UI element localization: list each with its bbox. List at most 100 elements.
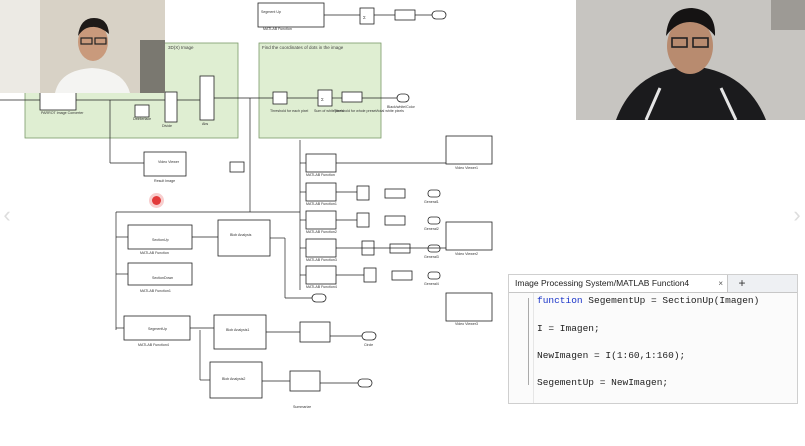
svg-text:Σ: Σ [321,97,324,102]
outport-top[interactable] [431,10,447,20]
blob-analysis-1-block[interactable] [213,314,267,350]
threshold-top[interactable] [394,9,416,21]
outport-g3[interactable] [427,244,441,253]
sum-block-4[interactable] [363,267,377,283]
webcam-left [0,0,165,93]
svg-text:Circle: Circle [364,343,373,347]
section-down-block[interactable] [127,262,193,286]
abs-block[interactable] [199,75,215,121]
svg-text:MATLAB Function: MATLAB Function [306,173,335,177]
threshold-sum-block[interactable] [341,91,363,103]
svg-text:General2: General2 [424,227,439,231]
editor-tab[interactable]: Image Processing System/MATLAB Function4… [509,275,728,292]
svg-text:MATLAB Function1: MATLAB Function1 [306,202,337,206]
video-viewer-main[interactable] [143,151,187,177]
matlab-fn-lower-1[interactable] [299,321,331,343]
next-arrow-icon[interactable]: › [793,202,801,227]
svg-text:MATLAB Function4: MATLAB Function4 [138,343,169,347]
svg-text:Blob Analysis2: Blob Analysis2 [222,377,245,381]
line-gutter [509,293,534,403]
threshold-4[interactable] [391,270,413,281]
svg-text:Threshold for each pixel: Threshold for each pixel [270,109,309,113]
svg-text:General1: General1 [424,200,439,204]
video-viewer-3[interactable] [445,292,493,322]
svg-text:Sum of whitepixels: Sum of whitepixels [314,109,344,113]
svg-text:Σ: Σ [363,15,366,20]
svg-text:General3: General3 [424,255,439,259]
svg-text:Video Viewer3: Video Viewer3 [455,322,478,326]
video-viewer-2[interactable] [445,221,493,251]
code-line-2: I = Imagen; [537,323,600,334]
svg-text:Blob Analysis: Blob Analysis [230,233,252,237]
svg-text:Video Viewer2: Video Viewer2 [455,252,478,256]
deinterlace-block[interactable] [134,104,150,118]
svg-text:MATLAB Function4: MATLAB Function4 [306,285,337,289]
fold-indicator [528,298,529,385]
close-icon[interactable]: × [718,279,723,288]
outport-general5[interactable] [357,378,373,388]
svg-text:Threshold for whole preset/tot: Threshold for whole preset/total white p… [334,109,404,113]
code-line-1: function SegementUp = SectionUp(Imagen) [537,295,760,306]
person-left-avatar [0,0,165,93]
area-right-title: Find the coordinates of dots in the imag… [262,45,344,50]
matlab-fn-1[interactable] [305,153,337,173]
svg-text:Segment Up: Segment Up [261,10,281,14]
section-up-block[interactable] [127,224,193,250]
matlab-fn-5[interactable] [305,265,337,285]
threshold-block-2[interactable] [229,161,245,173]
outport-mid[interactable] [311,293,327,303]
matlab-fn-4[interactable] [305,238,337,258]
threshold-1[interactable] [384,188,406,199]
threshold-2[interactable] [384,215,406,226]
prev-arrow-icon[interactable]: ‹ [3,202,11,227]
matlab-fn-2[interactable] [305,182,337,202]
matlab-fn-lower-2[interactable] [289,370,321,392]
svg-text:Black/white/Color: Black/white/Color [387,105,416,109]
code-line-4: SegementUp = NewImagen; [537,377,669,388]
svg-text:Result Image: Result Image [154,179,175,183]
outport-g2[interactable] [427,216,441,225]
svg-text:MATLAB Function2: MATLAB Function2 [306,230,337,234]
svg-text:Blob Analysis1: Blob Analysis1 [226,328,249,332]
editor-tab-bar: Image Processing System/MATLAB Function4… [509,275,797,293]
blob-analysis-block[interactable] [217,219,271,257]
svg-text:MATLAB Function3: MATLAB Function3 [306,258,337,262]
segment-up-top-block[interactable] [257,2,325,28]
image-source-block[interactable] [39,91,77,111]
code-line-3: NewImagen = I(1:60,1:160); [537,350,686,361]
svg-text:PARROT Image Converter: PARROT Image Converter [41,111,84,115]
matlab-fn-3[interactable] [305,210,337,230]
outport-g4[interactable] [427,271,441,280]
webcam-right [576,0,805,120]
editor-tab-label: Image Processing System/MATLAB Function4 [515,278,690,288]
divide-block[interactable] [164,91,178,123]
svg-text:SectionDown: SectionDown [152,276,173,280]
matlab-function-column: MATLAB Function MATLAB Function1 MATLAB … [299,140,337,290]
sum-block-top[interactable] [359,7,375,25]
video-viewer-1[interactable] [445,135,493,165]
svg-text:SectionUp: SectionUp [152,238,169,242]
matlab-editor-panel[interactable]: Image Processing System/MATLAB Function4… [508,274,798,404]
threshold-block[interactable] [272,91,288,105]
svg-text:Divide: Divide [162,124,172,128]
svg-text:MATLAB Function: MATLAB Function [263,27,292,31]
blob-analysis-2-block[interactable] [209,361,263,399]
add-tab-button[interactable]: + [738,276,746,290]
svg-text:MATLAB Function: MATLAB Function [140,251,169,255]
sum-block-1[interactable] [356,185,370,201]
outport-circle[interactable] [361,331,377,341]
cursor-highlight [152,196,161,205]
threshold-3[interactable] [389,243,411,254]
area-left-title: 3D(X) Image [168,45,194,50]
svg-text:MATLAB Function1: MATLAB Function1 [140,289,171,293]
editor-code-area[interactable]: function SegementUp = SectionUp(Imagen) … [509,293,797,403]
sum-block-2[interactable] [356,212,370,228]
svg-text:Abs: Abs [202,122,208,126]
svg-text:SegmentUp: SegmentUp [148,327,167,331]
outport-g1[interactable] [427,189,441,198]
svg-text:Deinterlace: Deinterlace [133,117,151,121]
svg-text:General4: General4 [424,282,439,286]
svg-text:Video Viewer: Video Viewer [158,160,180,164]
outport-main[interactable] [396,93,410,103]
